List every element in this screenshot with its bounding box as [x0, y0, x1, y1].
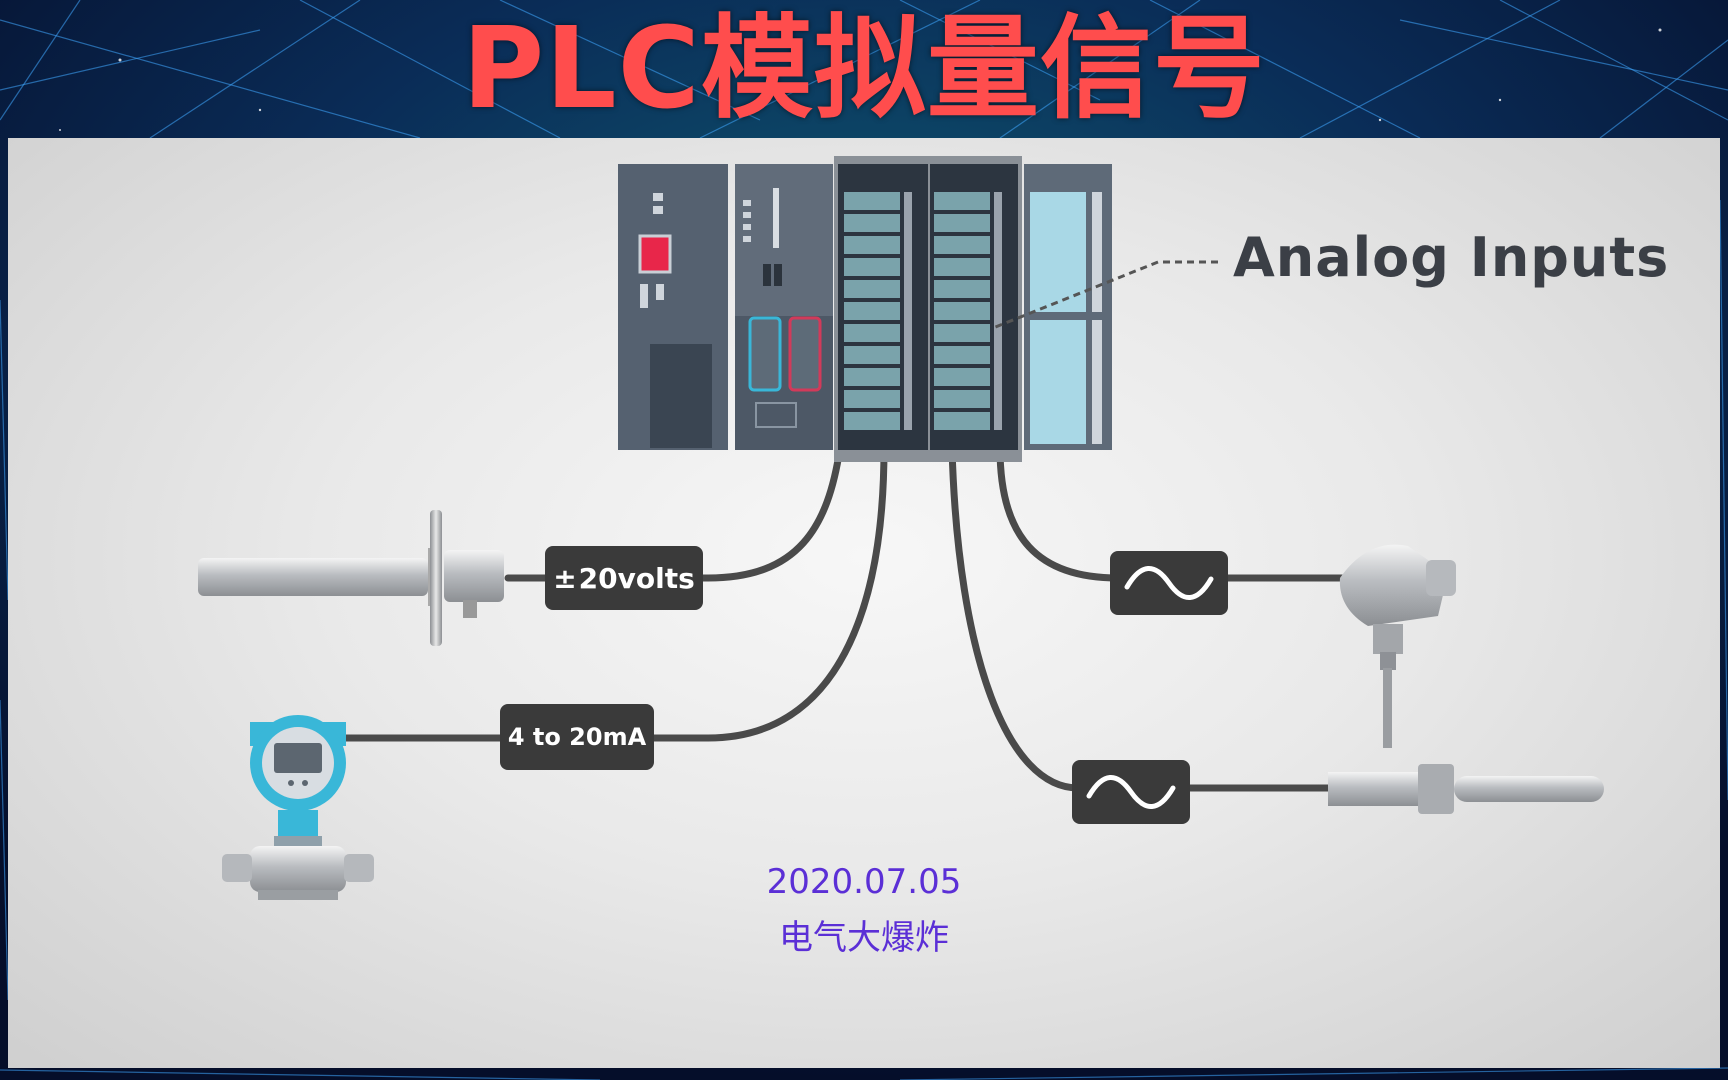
cable-voltage	[644, 444, 844, 582]
footer-author: 电气大爆炸	[779, 918, 949, 958]
rtd-probe-sensor	[1328, 764, 1604, 814]
footer-date: 2020.07.05	[766, 862, 962, 902]
filter-block-rtd	[1110, 551, 1228, 615]
thermocouple-head-sensor	[1339, 544, 1456, 748]
signal-cables	[339, 444, 1352, 792]
cable-rtd	[996, 444, 1122, 582]
analog-inputs-label: Analog Inputs	[1233, 226, 1670, 289]
sine-wave-icon	[1086, 775, 1176, 809]
voltage-signal-label: ± 20volts	[545, 546, 703, 610]
digital-module-windows	[1030, 192, 1086, 444]
callout-leader	[992, 260, 1218, 330]
sine-wave-icon	[1124, 566, 1214, 600]
current-signal-label: 4 to 20mA	[500, 704, 654, 770]
diagram-panel: Analog Inputs ± 20volts 4 to 20mA 2020.0…	[8, 138, 1720, 1068]
plus-minus-sign: ±	[553, 561, 577, 595]
page-title: PLC模拟量信号	[462, 4, 1266, 134]
module-slots-2	[934, 192, 990, 430]
plc-rack	[618, 156, 1112, 462]
module-slots-1	[844, 192, 900, 430]
voltage-probe-sensor	[198, 510, 504, 646]
cable-thermocouple	[948, 444, 1082, 792]
cable-current	[604, 444, 888, 742]
filter-block-thermocouple	[1072, 760, 1190, 824]
voltage-value: 20volts	[578, 561, 695, 595]
plc-analog-diagram	[198, 156, 1604, 900]
pressure-transmitter	[222, 715, 374, 900]
